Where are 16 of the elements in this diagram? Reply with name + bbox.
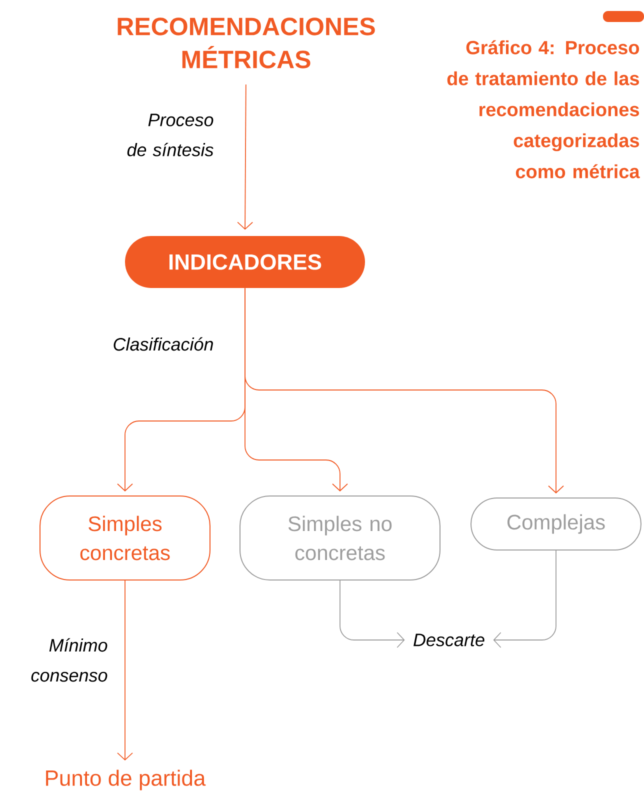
arrow (340, 580, 405, 648)
arrow (244, 288, 564, 494)
category-pill: INDICADORES (125, 236, 365, 288)
edge-label: Mínimo consenso (31, 638, 108, 682)
outcome-text: Punto de partida (46, 770, 206, 790)
category-pill: Simples concretas (40, 496, 210, 580)
arrow (117, 580, 133, 761)
arrow (493, 550, 556, 648)
edge-label: Clasificación (114, 337, 213, 351)
heading-text: RECOMENDACIONES MÉTRICAS (118, 18, 375, 68)
chart-title: Gráfico 4: Proceso de tratamiento de las recomendaciones categorizadas como métrica (447, 40, 640, 178)
category-pill: Complejas (470, 498, 642, 550)
arrow (237, 84, 254, 230)
edge-label: Proceso de síntesis (127, 114, 214, 156)
category-pill: Simples no concretas (240, 496, 440, 580)
outcome-text: Descarte (414, 634, 484, 646)
